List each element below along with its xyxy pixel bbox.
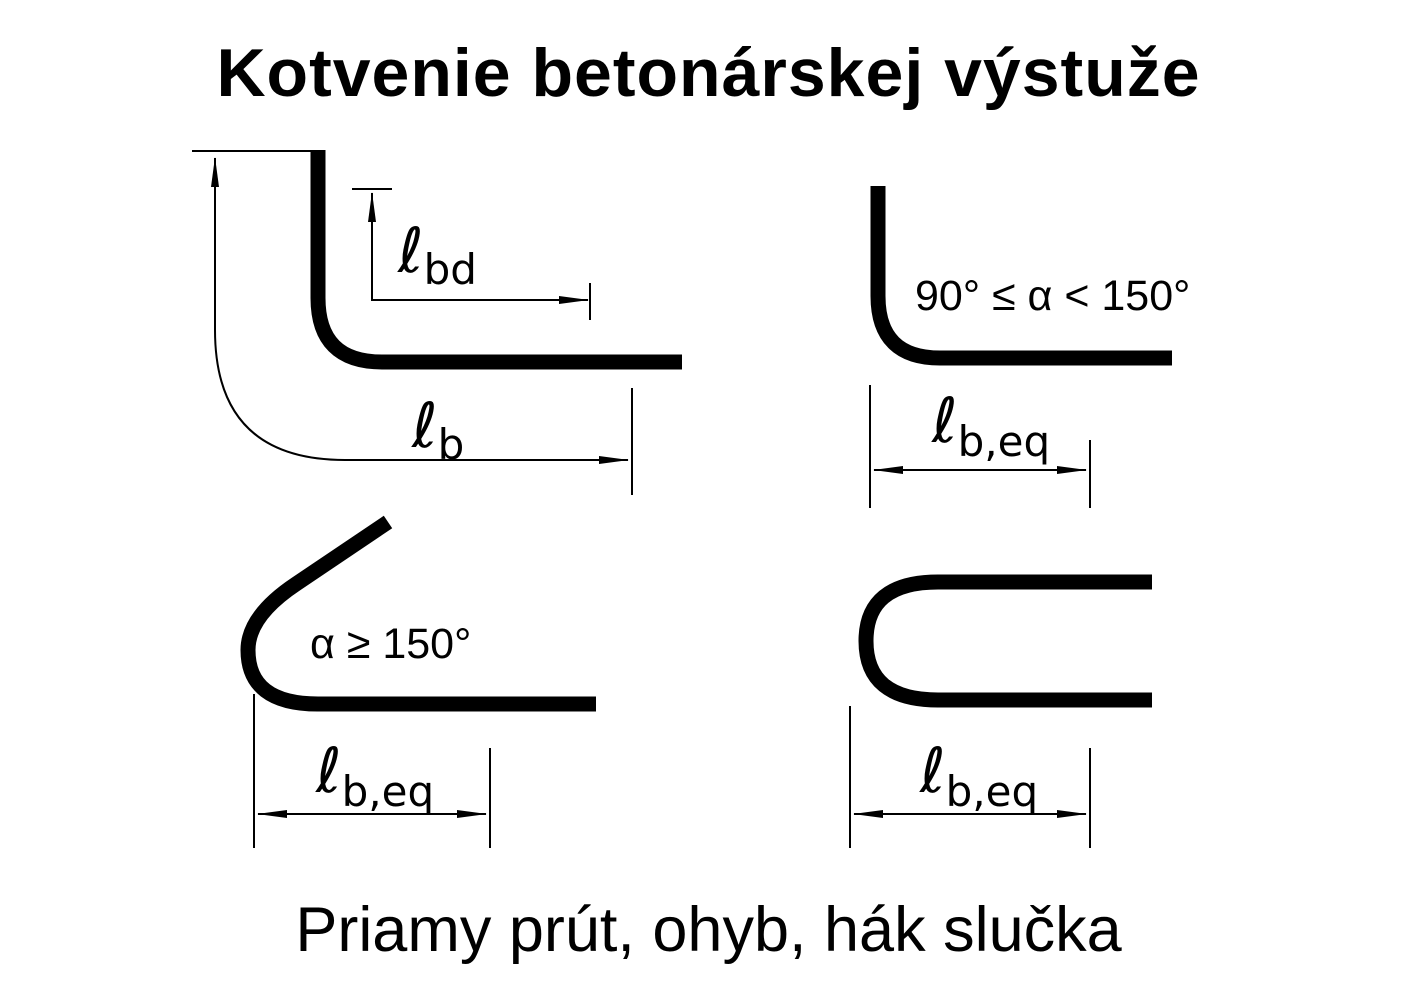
dim-label-lbd: ℓbd [397, 214, 477, 294]
diagram-loop: ℓb,eq [849, 574, 1152, 848]
loop-dim-label: ℓb,eq [919, 734, 1038, 816]
hook90-bar-shape [870, 186, 1172, 366]
dim-line-lb [211, 157, 629, 464]
diagram-hook90: 90° ≤ α < 150° ℓb,eq [869, 186, 1190, 508]
page-title: Kotvenie betonárskej výstuže [216, 35, 1201, 111]
hook150-dim-label: ℓb,eq [315, 734, 434, 816]
diagram-bend: ℓbd ℓb [192, 150, 682, 495]
hook150-bar-shape [240, 515, 596, 712]
hook90-angle-label: 90° ≤ α < 150° [915, 272, 1190, 320]
hook90-dim-label: ℓb,eq [931, 384, 1050, 466]
diagram-hook150: α ≥ 150° ℓb,eq [240, 515, 596, 848]
hook150-angle-label: α ≥ 150° [310, 620, 471, 668]
dim-label-lb: ℓb [411, 389, 464, 469]
loop-bar-shape [858, 574, 1152, 708]
page-caption: Priamy prút, ohyb, hák slučka [295, 895, 1122, 965]
